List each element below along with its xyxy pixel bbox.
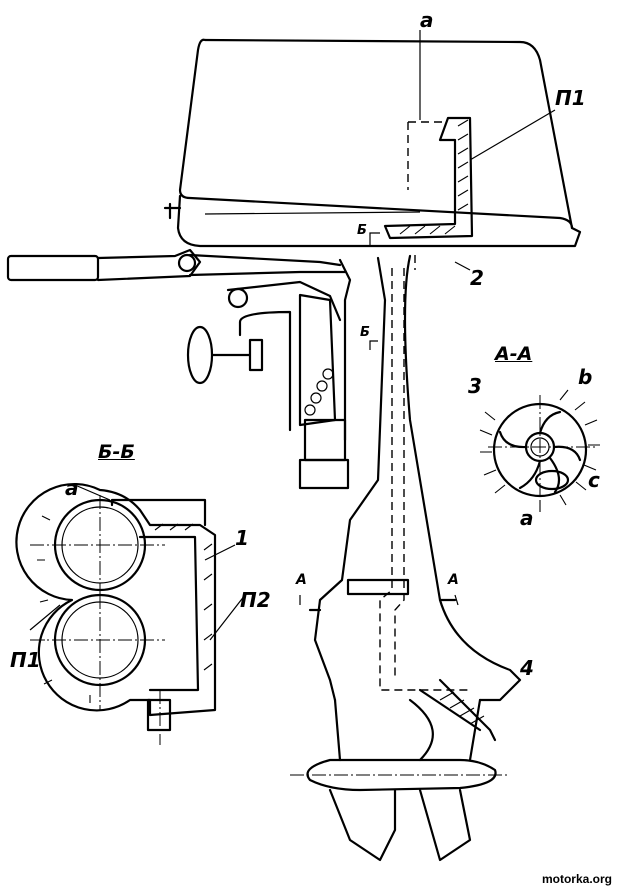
label-a-aa: a xyxy=(520,506,534,530)
section-bb-cylinder-block xyxy=(15,482,246,745)
engine-cowl xyxy=(163,38,582,248)
drive-shaft-housing xyxy=(308,254,522,702)
label-section-aa: А-А xyxy=(495,343,533,365)
label-a-left-mark: А xyxy=(296,572,307,588)
midsection xyxy=(298,258,352,490)
label-b-aa: b xyxy=(578,365,593,389)
label-part-4: 4 xyxy=(520,656,534,680)
lower-gearcase xyxy=(290,678,510,862)
label-p1-top: П1 xyxy=(555,86,586,110)
label-c-aa: c xyxy=(588,468,600,492)
section-markers xyxy=(299,30,556,606)
label-part-2: 2 xyxy=(470,266,484,290)
choke-knob xyxy=(186,310,292,432)
label-p1-bb: П1 xyxy=(10,648,41,672)
label-part-1: 1 xyxy=(235,526,249,550)
watermark: motorka.org xyxy=(541,872,612,886)
label-b-upper: Б xyxy=(357,223,367,238)
cowl-section-cutaway xyxy=(383,116,474,270)
label-part-3: 3 xyxy=(468,374,482,398)
section-aa-impeller xyxy=(479,389,600,512)
label-a-right-mark: А xyxy=(448,572,459,588)
tiller-handle xyxy=(6,248,347,322)
label-b-lower: Б xyxy=(360,325,370,340)
label-a-bb: a xyxy=(65,476,79,500)
label-p2-bb: П2 xyxy=(240,588,271,612)
label-a-top: a xyxy=(420,8,434,32)
label-section-bb: Б-Б xyxy=(98,441,135,463)
